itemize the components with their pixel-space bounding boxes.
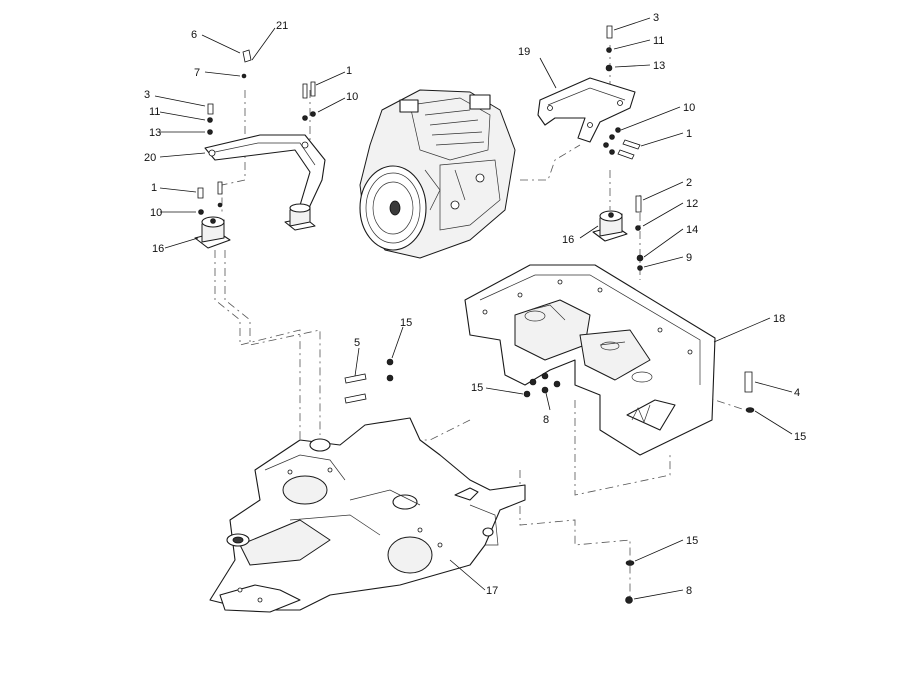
callout-6: 6 (191, 29, 197, 41)
callout-20: 20 (144, 152, 156, 164)
callout-15-middle: 15 (471, 382, 483, 394)
callout-12: 12 (686, 198, 698, 210)
callout-3-left: 3 (144, 89, 150, 101)
callout-1-left-bottom: 1 (151, 182, 157, 194)
callout-21: 21 (276, 20, 288, 32)
callout-10-left-bottom: 10 (150, 207, 162, 219)
callout-15-right: 15 (794, 431, 806, 443)
callout-15-middle-top: 15 (400, 317, 412, 329)
callout-18: 18 (773, 313, 785, 325)
callout-labels: 6 21 7 1 3 10 11 13 20 1 10 16 19 3 11 1… (144, 12, 806, 597)
left-front-isolator-mount (284, 203, 316, 231)
callout-16-right: 16 (562, 234, 574, 246)
callout-16-left: 16 (152, 243, 164, 255)
callout-11-left: 11 (149, 106, 160, 118)
callout-2: 2 (686, 177, 692, 189)
left-engine-bracket (204, 134, 326, 213)
callout-5: 5 (354, 337, 360, 349)
counterweight (464, 264, 716, 456)
callout-13-right: 13 (653, 60, 665, 72)
right-isolator-mount (592, 210, 628, 242)
callout-7: 7 (194, 67, 200, 79)
left-isolator-mount (194, 216, 231, 249)
callout-14: 14 (686, 224, 698, 236)
callout-10-left-top: 10 (346, 91, 358, 103)
callout-leaders (154, 17, 793, 600)
callout-4: 4 (794, 387, 800, 399)
callout-8-middle: 8 (543, 414, 549, 426)
callout-8-bottom: 8 (686, 585, 692, 597)
callout-10-right: 10 (683, 102, 695, 114)
callout-1-left-top: 1 (346, 65, 352, 77)
callout-13-left: 13 (149, 127, 161, 139)
right-engine-bracket (537, 77, 636, 143)
callout-11-right: 11 (653, 35, 664, 47)
callout-15-bottom: 15 (686, 535, 698, 547)
callout-19: 19 (518, 46, 530, 58)
callout-9: 9 (686, 252, 692, 264)
callout-1-right: 1 (686, 128, 692, 140)
callout-17: 17 (486, 585, 498, 597)
main-frame (209, 417, 526, 613)
engine-assembly (359, 89, 516, 259)
callout-3-right: 3 (653, 12, 659, 24)
fasteners (197, 25, 755, 604)
